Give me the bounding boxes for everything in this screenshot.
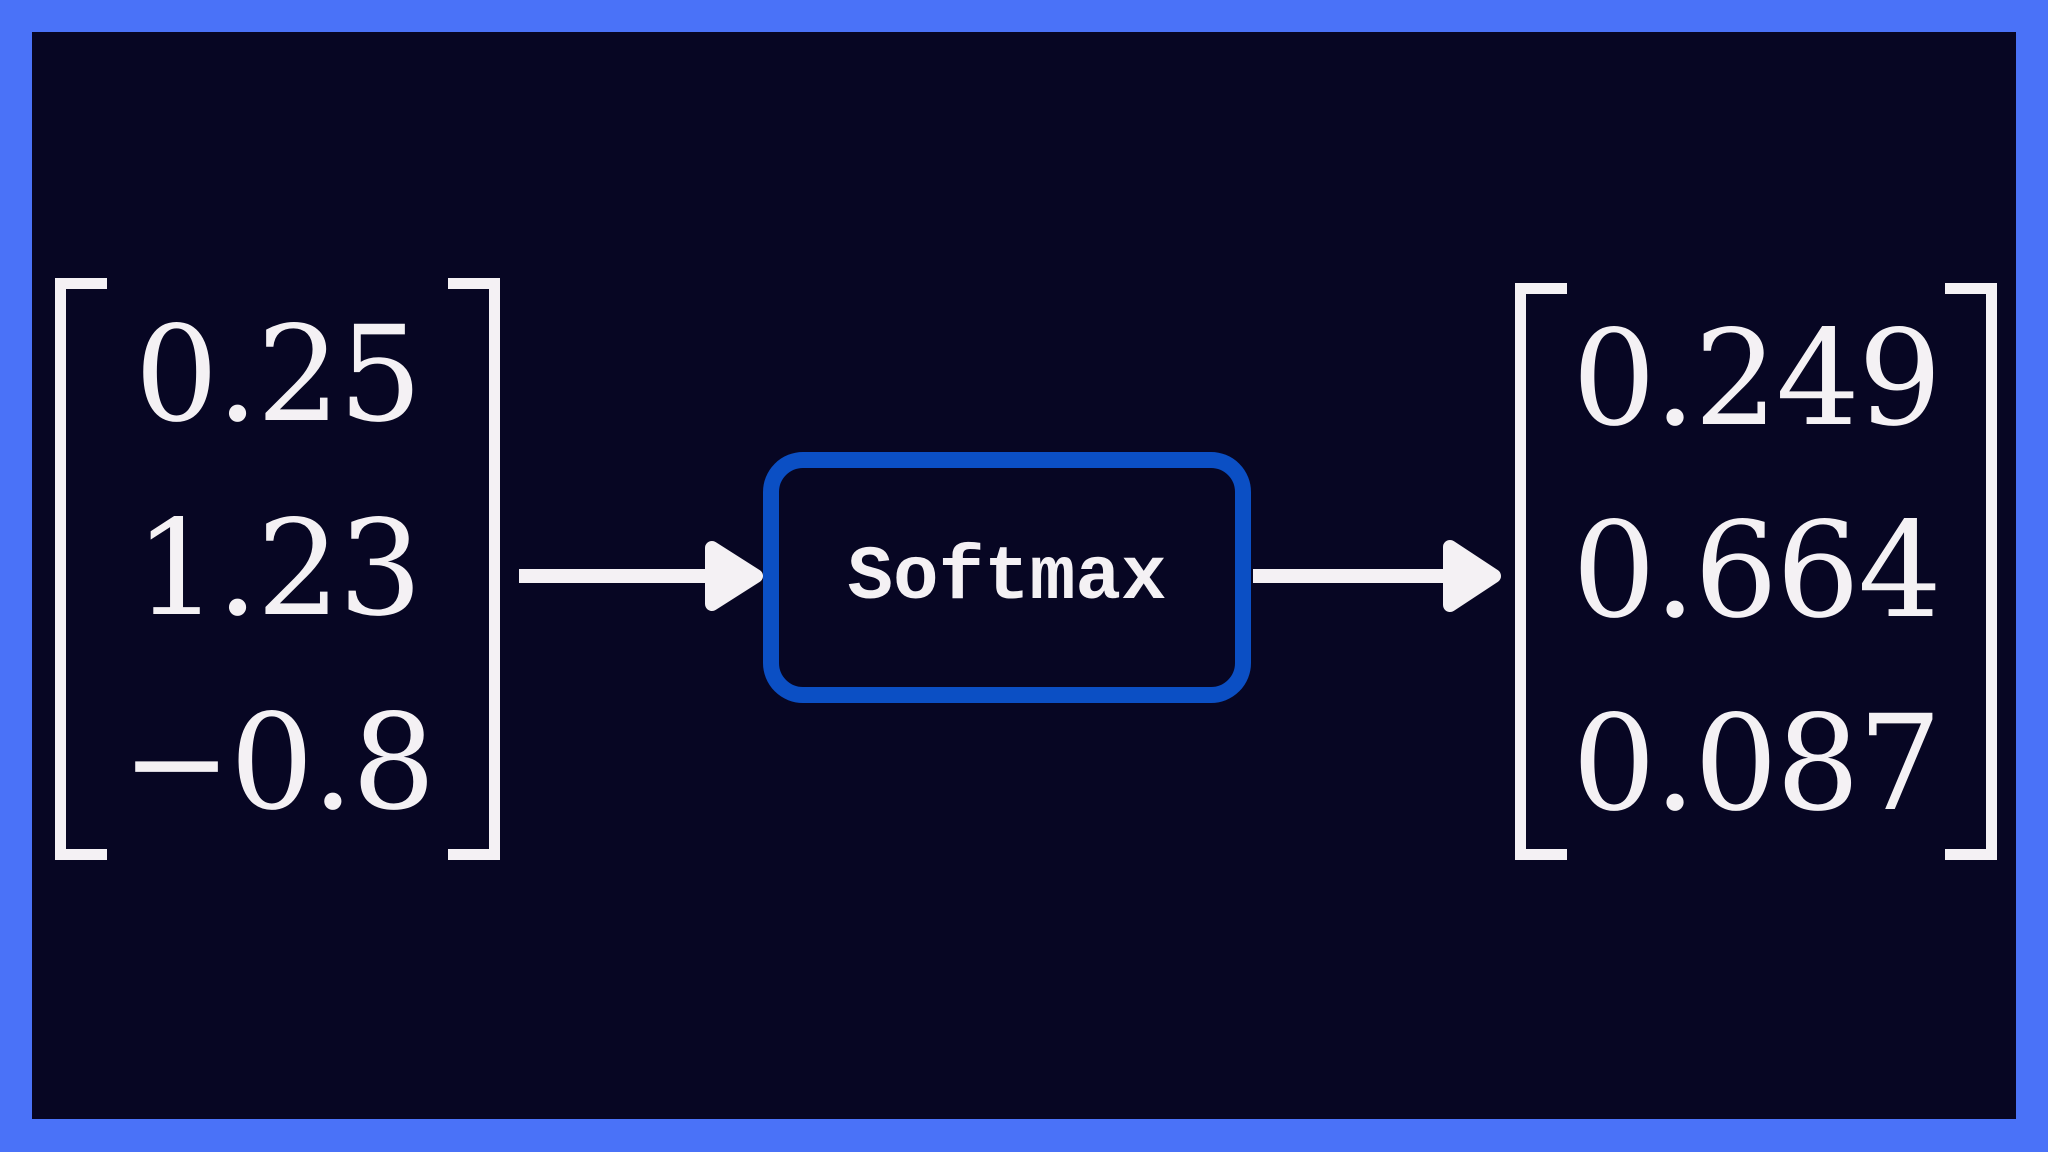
output-value-3: 0.087 <box>1572 686 1942 841</box>
matrix-bracket-right-icon <box>1945 283 1997 860</box>
arrow-right-icon-left <box>519 541 763 611</box>
matrix-bracket-left-icon <box>55 278 107 860</box>
arrow-right-icon-right <box>1253 540 1501 612</box>
input-value-3: −0.8 <box>121 686 436 840</box>
matrix-bracket-left-icon <box>1515 283 1567 860</box>
softmax-box: Softmax <box>763 452 1251 703</box>
softmax-label: Softmax <box>847 534 1167 621</box>
diagram-canvas: 0.25 1.23 −0.8 Softmax 0.249 <box>32 32 2016 1119</box>
input-vector-rows: 0.25 1.23 −0.8 <box>85 278 470 860</box>
output-value-1: 0.249 <box>1572 302 1942 457</box>
input-value-2: 1.23 <box>134 492 423 646</box>
output-value-2: 0.664 <box>1572 494 1942 649</box>
matrix-bracket-right-icon <box>448 278 500 860</box>
input-value-1: 0.25 <box>134 298 423 452</box>
input-vector-matrix: 0.25 1.23 −0.8 <box>55 278 500 860</box>
output-vector-matrix: 0.249 0.664 0.087 <box>1515 283 1997 860</box>
output-vector-rows: 0.249 0.664 0.087 <box>1545 283 1967 860</box>
